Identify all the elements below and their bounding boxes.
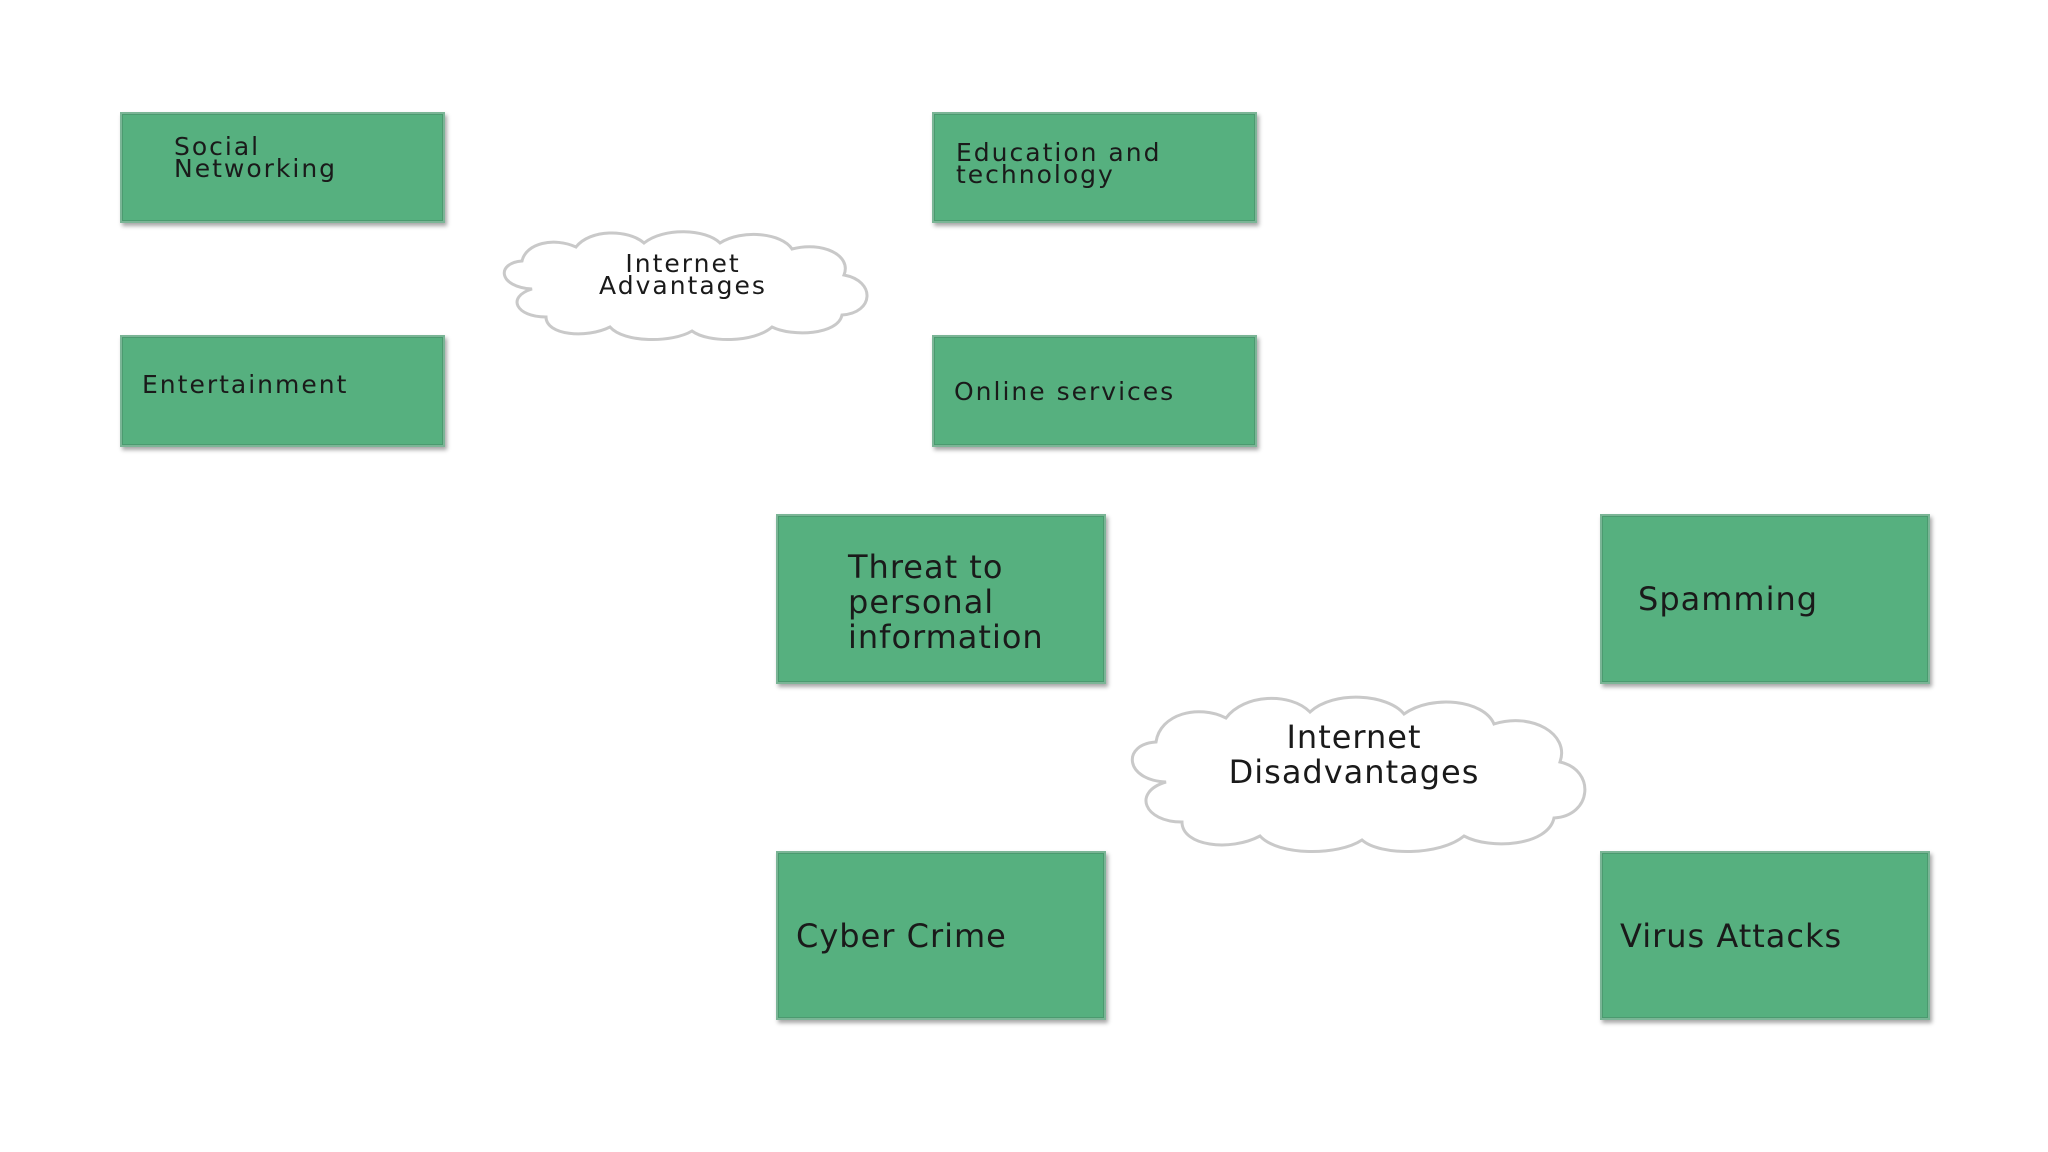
cloud-internet-advantages: Internet Advantages bbox=[492, 227, 874, 342]
box-cyber-crime: Cyber Crime bbox=[776, 851, 1106, 1020]
box-label: Education and technology bbox=[956, 138, 1162, 189]
box-label: Threat to personal information bbox=[848, 548, 1044, 656]
box-threat-personal-information: Threat to personal information bbox=[776, 514, 1106, 684]
box-label: Cyber Crime bbox=[796, 917, 1007, 955]
box-education-technology: Education and technology bbox=[932, 112, 1257, 223]
box-online-services: Online services bbox=[932, 335, 1257, 447]
box-entertainment: Entertainment bbox=[120, 335, 445, 447]
box-label: Spamming bbox=[1638, 580, 1819, 618]
box-virus-attacks: Virus Attacks bbox=[1600, 851, 1930, 1020]
box-social-networking: Social Networking bbox=[120, 112, 445, 223]
cloud-label: Internet Advantages bbox=[599, 249, 767, 300]
box-label: Online services bbox=[954, 377, 1176, 406]
box-label: Entertainment bbox=[142, 370, 349, 399]
box-label: Social Networking bbox=[174, 132, 338, 183]
cloud-shape bbox=[1130, 695, 1587, 854]
cloud-internet-disadvantages: Internet Disadvantages bbox=[1118, 690, 1590, 855]
box-spamming: Spamming bbox=[1600, 514, 1930, 684]
cloud-label: Internet Disadvantages bbox=[1228, 718, 1480, 791]
box-label: Virus Attacks bbox=[1620, 917, 1843, 955]
cloud-shape bbox=[502, 230, 869, 341]
